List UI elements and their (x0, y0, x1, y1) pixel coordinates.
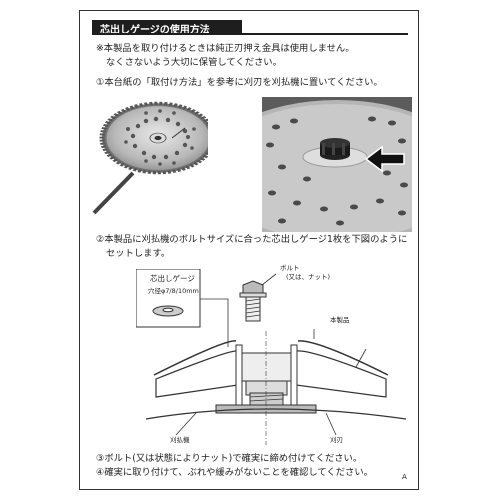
bolt-sub-label: (又は、ナット) (286, 273, 331, 281)
machine-label: 刈払機 (170, 436, 190, 444)
title-underline (92, 33, 408, 35)
note-line-2: なくさないよう大切に保管してください。 (106, 57, 282, 68)
pointer-arrow-icon (364, 145, 405, 173)
saw-blade-illustration (92, 101, 208, 215)
section-header: 芯出しゲージの使用方法 (92, 20, 408, 36)
page-title: 芯出しゲージの使用方法 (100, 25, 210, 36)
step-2-line-1: ②本製品に刈払機のボルトサイズに合った芯出しゲージ1枚を下図のように (96, 234, 408, 245)
page-mark: A (402, 473, 407, 481)
bolt-icon (239, 280, 267, 322)
step-3-text: ③ボルト(又は状態によりナット)で確実に締め付けてください。 (96, 453, 363, 464)
leader-line (171, 127, 186, 139)
trimmer-shaft (92, 171, 135, 215)
step-1-text: ①本台紙の「取付け方法」を参考に刈刃を刈払機に置いてください。 (96, 77, 383, 88)
closeup-photo (262, 97, 412, 232)
title-background (92, 20, 242, 35)
bolt-label: ボルト (280, 264, 300, 272)
assembly-diagram (136, 269, 407, 445)
instruction-page: 芯出しゲージの使用方法 ※本製品を取り付けるときは純正刃押え金具は使用しません。… (79, 10, 419, 490)
gauge-label: 芯出しゲージ (150, 274, 195, 283)
gauge-sizes: 穴径φ7/8/10mm (148, 287, 199, 295)
blade-label: 刈刃 (330, 436, 343, 444)
note-line-1: ※本製品を取り付けるときは純正刃押え金具は使用しません。 (96, 43, 355, 54)
step-4-text: ④確実に取り付けて、ぶれや緩みがないことを確認してください。 (96, 467, 373, 478)
product-label: 本製品 (330, 316, 350, 324)
step-2-line-2: セットします。 (106, 248, 171, 259)
gauge-leader (200, 298, 229, 347)
gauge-box (136, 269, 201, 328)
